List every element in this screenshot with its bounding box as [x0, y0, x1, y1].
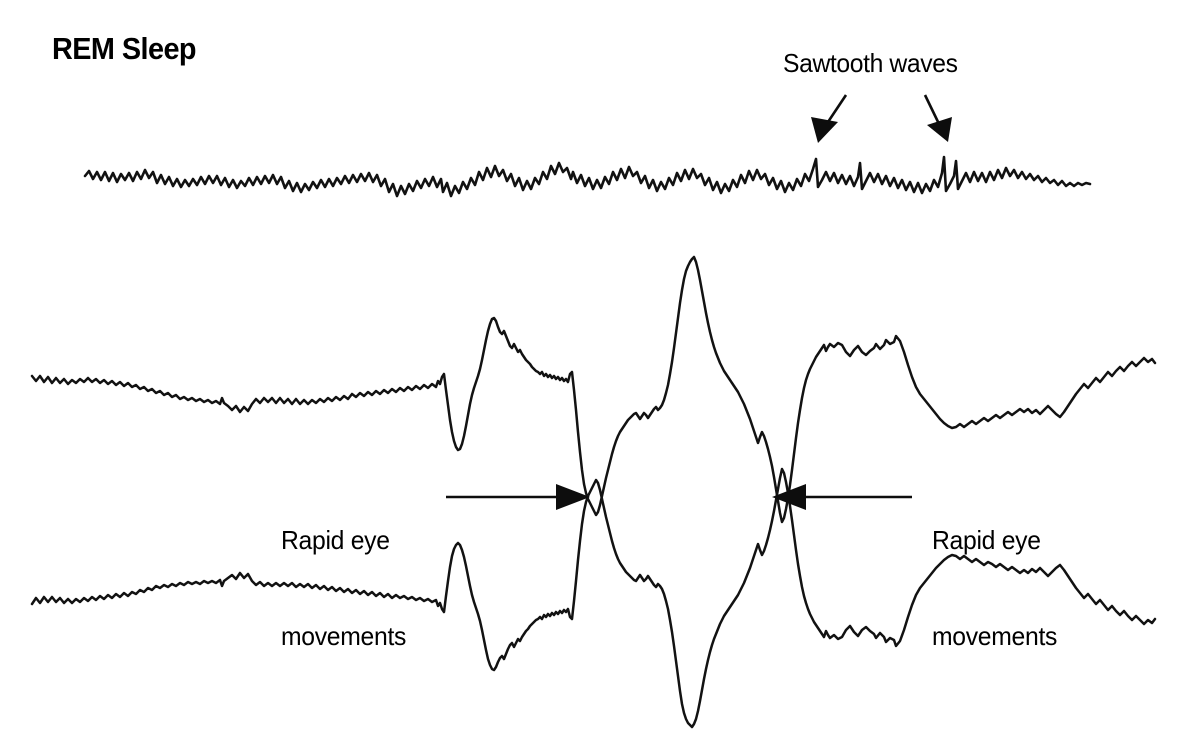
rem-arrow-right-icon: [772, 484, 912, 510]
rem-arrow-left-icon: [446, 484, 590, 510]
rem-label-left-line1: Rapid eye: [281, 525, 390, 556]
rem-label-right-line1: Rapid eye: [932, 525, 1041, 556]
sawtooth-waves-label: Sawtooth waves: [783, 48, 958, 78]
sawtooth-arrow-2-icon: [923, 94, 952, 142]
eog-right-trace: [30, 467, 1157, 729]
rem-label-left-line2: movements: [281, 620, 407, 651]
eeg-trace: [83, 155, 1092, 198]
sawtooth-arrow-1-icon: [811, 94, 848, 143]
rem-label-right: Rapid eye movements: [932, 462, 1057, 716]
eog-left-trace: [30, 255, 1157, 524]
page-title: REM Sleep: [52, 31, 197, 66]
rem-label-right-line2: movements: [932, 620, 1058, 651]
rem-label-left: Rapid eye movements: [281, 462, 406, 716]
